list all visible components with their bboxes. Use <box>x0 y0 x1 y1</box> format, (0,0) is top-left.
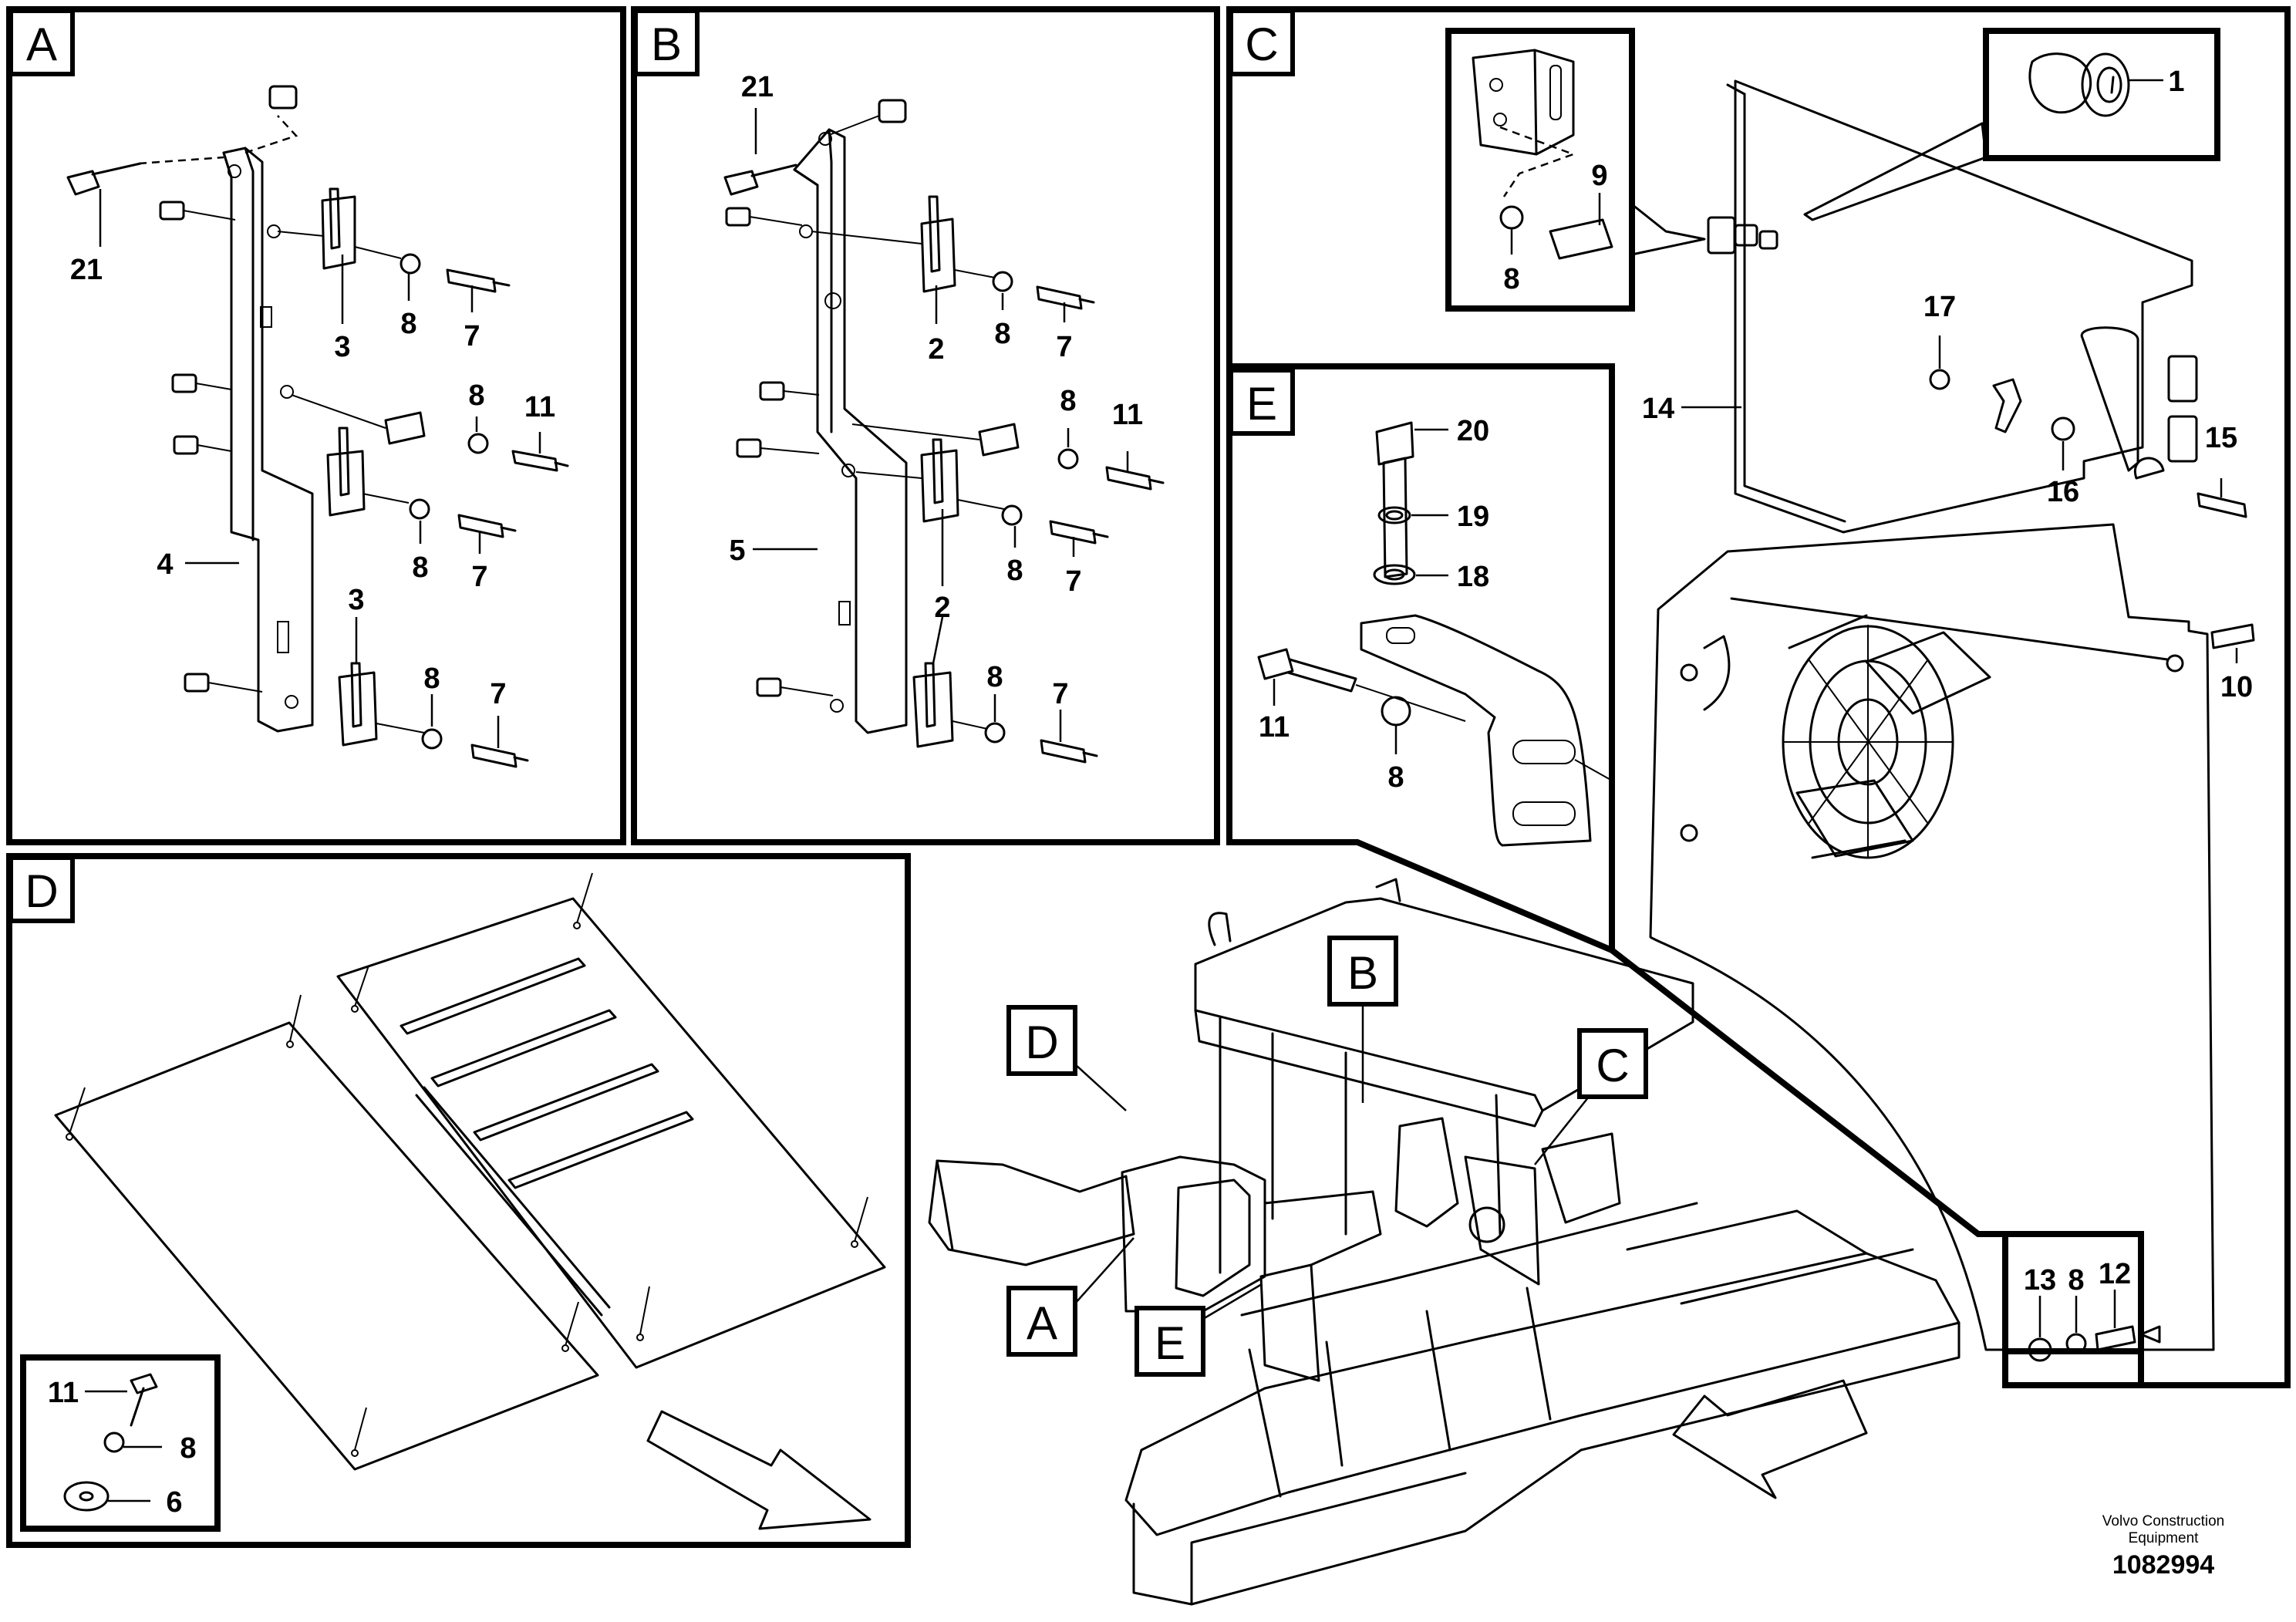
callout-number: 21 <box>741 71 774 103</box>
panel-d-callouts: 11 8 6 <box>48 1377 197 1519</box>
panel-d-letter: D <box>25 865 58 917</box>
overview-tag-letter: D <box>1025 1017 1058 1068</box>
panel-b-letter: B <box>651 19 682 70</box>
callout-number: 18 <box>1457 561 1489 593</box>
callout-number: 8 <box>994 318 1010 350</box>
callout-number: 3 <box>348 584 364 616</box>
overview-tag-letter: A <box>1027 1297 1057 1349</box>
panel-d-frame <box>6 853 911 1548</box>
doc-number: 1082994 <box>2112 1550 2214 1580</box>
overview-tag-c: C <box>1534 1028 1648 1165</box>
panel-e-callouts: 20 19 18 11 8 <box>1259 415 1489 794</box>
overview-tag-d: D <box>1006 1005 1127 1111</box>
callout-number: 10 <box>2220 671 2253 703</box>
callout-number: 2 <box>928 333 944 366</box>
callout-number: 8 <box>1060 385 1076 417</box>
callout-number: 14 <box>1642 393 1674 425</box>
callout-number: 8 <box>180 1432 196 1465</box>
overview-tag-letter: E <box>1155 1317 1185 1369</box>
callout-number: 8 <box>468 379 484 412</box>
panel-c-callouts: 1 9 8 17 14 16 15 10 13 8 12 <box>1503 66 2255 1337</box>
callout-number: 21 <box>70 254 103 286</box>
callout-number: 6 <box>166 1486 182 1519</box>
callout-number: 4 <box>157 548 173 581</box>
callout-number: 8 <box>412 551 428 584</box>
panel-b-drawing <box>723 99 1165 764</box>
panel-e-tag: E <box>1229 368 1295 436</box>
callout-number: 3 <box>334 331 350 363</box>
panel-a-callouts: 21 3 8 7 8 11 4 3 8 7 8 7 <box>70 189 555 748</box>
callout-number: 2 <box>934 592 950 624</box>
panel-b-frame <box>631 6 1220 845</box>
callout-number: 19 <box>1457 501 1489 533</box>
callout-number: 7 <box>1065 565 1081 598</box>
panel-a-drawing <box>66 85 569 768</box>
brand-line-2: Equipment <box>2129 1530 2200 1546</box>
paver-overview <box>928 878 1961 1606</box>
callout-number: 7 <box>1056 331 1072 363</box>
callout-number: 11 <box>48 1377 79 1409</box>
panel-a-frame <box>6 6 626 845</box>
panel-b-callouts: 21 2 8 7 8 11 5 2 8 7 8 7 <box>729 71 1143 742</box>
brand-line-1: Volvo Construction <box>2102 1513 2224 1529</box>
callout-number: 15 <box>2205 422 2237 454</box>
panel-c-frame <box>1226 6 2291 1388</box>
callout-number: 8 <box>400 308 416 340</box>
overview-tag-letter: C <box>1596 1040 1629 1091</box>
callout-number: 5 <box>729 534 745 567</box>
callout-number: 17 <box>1923 291 1956 323</box>
callout-number: 8 <box>2068 1264 2084 1297</box>
callout-number: 8 <box>1387 761 1404 794</box>
callout-number: 13 <box>2024 1264 2056 1297</box>
panel-d-tag: D <box>8 855 75 923</box>
callout-number: 8 <box>986 661 1003 693</box>
panel-d-drawing <box>20 872 886 1532</box>
callout-number: 11 <box>524 391 555 423</box>
callout-number: 12 <box>2099 1258 2131 1290</box>
overview-tag-a: A <box>1006 1237 1135 1357</box>
callout-number: 20 <box>1457 415 1489 447</box>
callout-number: 11 <box>1112 399 1143 431</box>
callout-number: 8 <box>423 663 440 695</box>
panel-a-tag: A <box>8 8 75 76</box>
footer-brand: Volvo Construction Equipment 1082994 <box>2102 1513 2224 1580</box>
panel-c-drawing <box>1445 28 2247 1388</box>
panel-e-frame <box>1226 363 1615 956</box>
callout-number: 1 <box>2168 66 2184 98</box>
panel-a-letter: A <box>26 19 57 70</box>
callout-number: 16 <box>2047 476 2079 508</box>
callout-number: 7 <box>1052 678 1068 710</box>
panel-c-tag: C <box>1229 8 1295 76</box>
panel-e-drawing <box>1257 421 1613 847</box>
overview-tag-letter: B <box>1347 947 1378 999</box>
callout-number: 7 <box>471 561 487 593</box>
callout-number: 11 <box>1259 711 1290 744</box>
overview-tag-e: E <box>1135 1283 1263 1377</box>
callout-number: 7 <box>490 678 506 710</box>
overview-tag-b: B <box>1327 936 1398 1103</box>
panel-c-letter: C <box>1245 19 1278 70</box>
panel-e-letter: E <box>1246 378 1277 430</box>
callout-number: 9 <box>1591 160 1607 192</box>
panel-b-tag: B <box>633 8 700 76</box>
callout-number: 7 <box>464 320 480 352</box>
callout-number: 8 <box>1503 263 1519 295</box>
callout-number: 8 <box>1006 555 1023 587</box>
